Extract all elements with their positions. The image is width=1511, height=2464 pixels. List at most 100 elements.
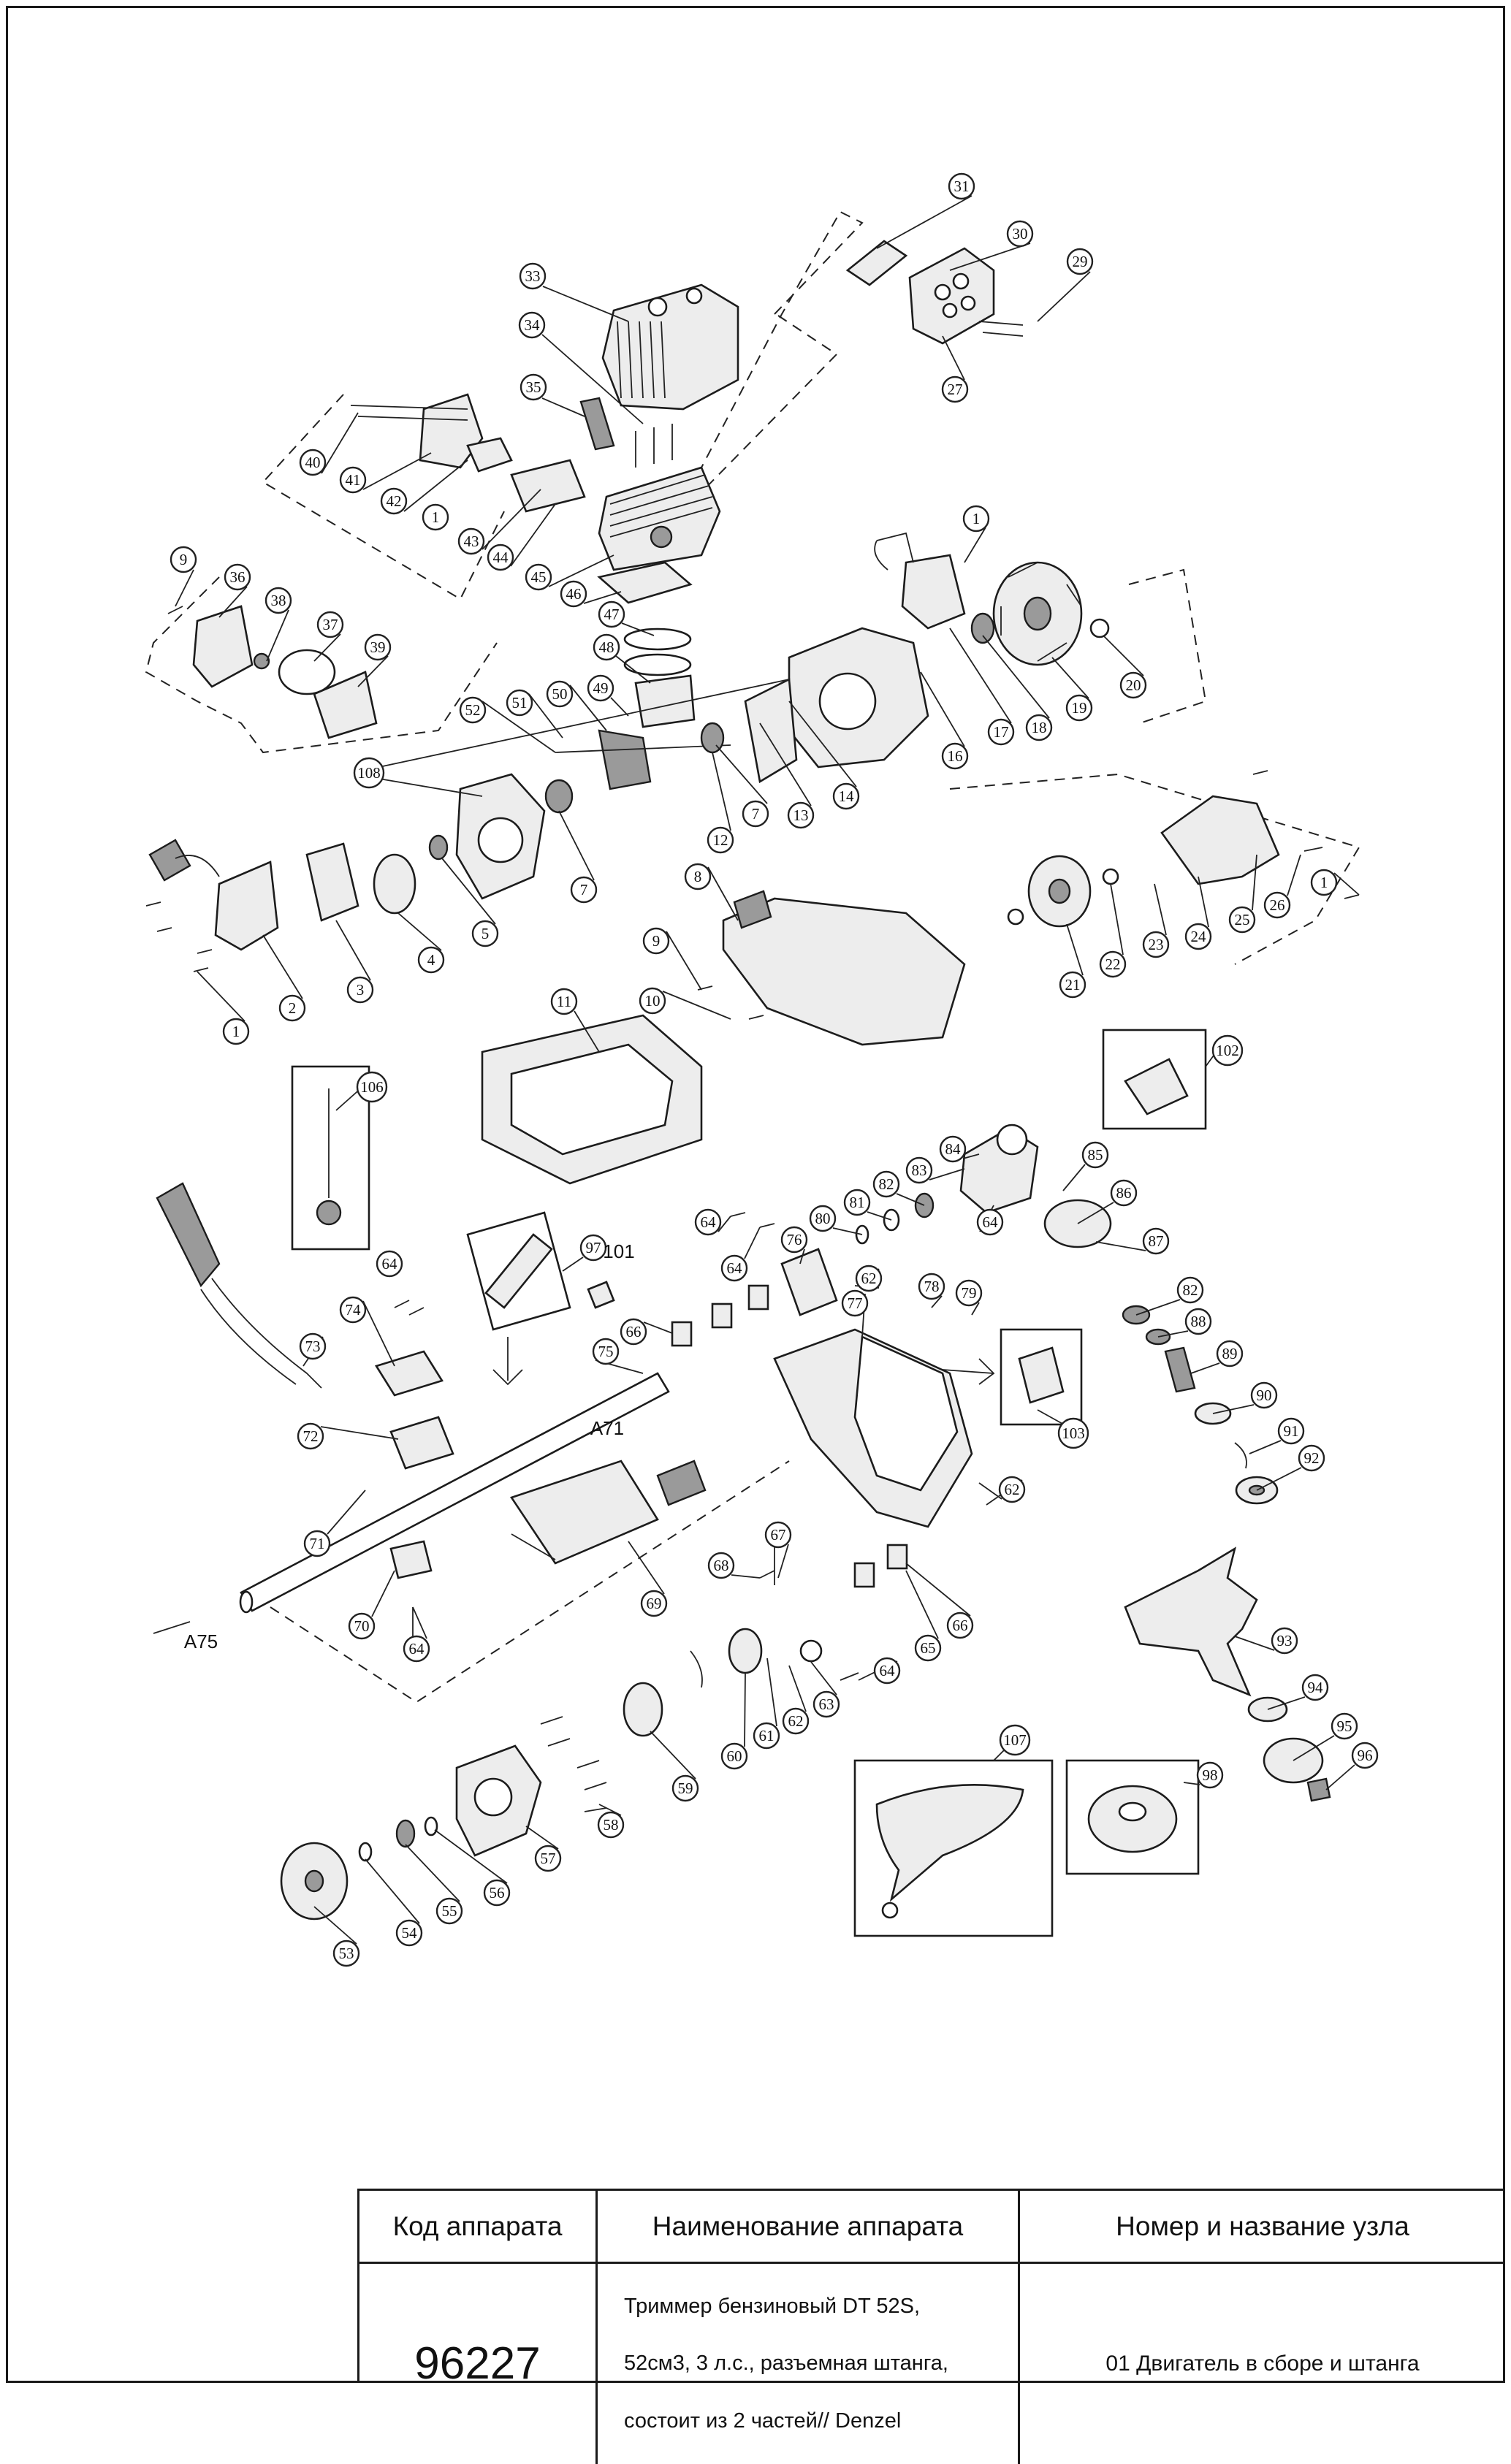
callout-number-text: 53 <box>339 1945 354 1962</box>
callout-number-text: 91 <box>1284 1422 1299 1440</box>
callout-number-text: 64 <box>983 1213 999 1231</box>
callout-7: 7 <box>570 876 598 904</box>
bearings <box>544 612 995 814</box>
ref-label-a71: A71 <box>590 1417 624 1439</box>
callout-number-text: 27 <box>948 381 963 398</box>
callout-41: 41 <box>339 466 367 494</box>
flywheel-nut <box>1089 618 1110 638</box>
engine-frame <box>481 1014 703 1185</box>
callout-number-text: 64 <box>382 1255 398 1273</box>
callout-number-text: 64 <box>701 1213 717 1231</box>
header-code: Код аппарата <box>359 2191 598 2264</box>
spark-plug <box>579 397 615 451</box>
callout-number-text: 81 <box>850 1194 865 1211</box>
callout-60: 60 <box>720 1742 748 1770</box>
callout-58: 58 <box>597 1811 625 1839</box>
callout-number-text: 14 <box>839 787 855 805</box>
callout-number-text: 20 <box>1126 676 1141 694</box>
callout-107: 107 <box>999 1724 1031 1756</box>
cylinder-bolts <box>635 424 673 468</box>
callout-number-text: 16 <box>948 747 963 765</box>
insulator <box>510 459 586 513</box>
header-code-text: Код аппарата <box>392 2211 563 2241</box>
gearhead <box>959 1124 1039 1214</box>
callout-number-text: 23 <box>1149 936 1164 953</box>
callout-number-text: 70 <box>354 1617 370 1635</box>
callout-98: 98 <box>1196 1761 1224 1789</box>
callout-1: 1 <box>962 505 990 533</box>
callout-number-text: 9 <box>652 932 661 950</box>
callout-number-text: 45 <box>531 568 547 586</box>
callout-64: 64 <box>720 1254 748 1282</box>
callout-number-text: 75 <box>598 1343 614 1360</box>
callout-number-text: 25 <box>1235 911 1250 928</box>
throttle-grip <box>509 1460 707 1565</box>
crankcase <box>455 627 929 900</box>
starter-pawl-parts <box>192 605 378 739</box>
callout-94: 94 <box>1301 1674 1329 1701</box>
callout-5: 5 <box>471 920 499 947</box>
callout-22: 22 <box>1099 950 1127 978</box>
callout-93: 93 <box>1271 1627 1298 1655</box>
callout-12: 12 <box>707 826 734 854</box>
callout-4: 4 <box>417 946 445 974</box>
callout-35: 35 <box>519 373 547 401</box>
callout-number-text: 43 <box>464 533 479 550</box>
callout-77: 77 <box>841 1289 869 1317</box>
callout-24: 24 <box>1184 923 1212 950</box>
callout-43: 43 <box>457 527 485 555</box>
gearhead-detail <box>1102 1029 1207 1130</box>
callout-19: 19 <box>1065 694 1093 722</box>
callout-59: 59 <box>671 1774 699 1802</box>
callout-number-text: 82 <box>1183 1281 1198 1299</box>
callout-97: 97 <box>579 1234 607 1262</box>
callout-56: 56 <box>483 1879 511 1907</box>
callout-68: 68 <box>707 1552 735 1579</box>
oil-seal <box>428 834 449 861</box>
callout-number-text: 67 <box>771 1526 786 1544</box>
blade-fasteners <box>1247 1696 1331 1802</box>
header-name: Наименование аппарата <box>598 2191 1020 2264</box>
callout-number-text: 40 <box>305 454 321 471</box>
callout-number-text: 68 <box>714 1557 729 1574</box>
callout-number-text: 57 <box>541 1850 556 1867</box>
header-unit: Номер и название узла <box>1020 2191 1505 2264</box>
muffler <box>845 240 1024 345</box>
callout-number-text: 36 <box>230 568 246 586</box>
callout-23: 23 <box>1142 931 1170 958</box>
callout-number-text: 1 <box>1320 874 1328 891</box>
callout-number-text: 19 <box>1072 699 1087 717</box>
starter-gasket <box>305 842 359 922</box>
coupling-detail <box>466 1211 571 1386</box>
cylinder-cover <box>601 283 739 411</box>
callout-number-text: 29 <box>1073 253 1088 270</box>
callout-80: 80 <box>809 1205 837 1232</box>
callout-number-text: 18 <box>1032 719 1047 736</box>
callout-number-text: 64 <box>880 1662 896 1679</box>
callout-number-text: 30 <box>1013 225 1028 243</box>
throttle-cable-detail <box>291 1065 370 1251</box>
callout-number-text: 39 <box>370 638 386 656</box>
callout-number-text: 1 <box>232 1023 240 1040</box>
callout-8: 8 <box>684 863 712 890</box>
blade <box>1124 1546 1258 1697</box>
callout-48: 48 <box>593 633 620 661</box>
unit-name: 01 Двигатель в сборе и штанга <box>1105 2351 1420 2376</box>
callout-number-text: 56 <box>490 1884 505 1902</box>
callout-54: 54 <box>395 1919 423 1947</box>
callout-55: 55 <box>435 1897 463 1925</box>
callout-33: 33 <box>519 262 547 290</box>
callout-number-text: 51 <box>512 694 528 712</box>
cylinder-gasket <box>597 561 693 604</box>
callout-number-text: 107 <box>1003 1731 1027 1749</box>
callout-102: 102 <box>1211 1034 1244 1067</box>
callout-71: 71 <box>303 1530 331 1557</box>
cell-code: 96227 <box>359 2264 598 2464</box>
knob-screw <box>587 1281 615 1309</box>
callout-82: 82 <box>1176 1276 1204 1304</box>
callout-number-text: 13 <box>793 806 809 824</box>
callout-61: 61 <box>753 1722 780 1750</box>
callout-number-text: 77 <box>848 1294 863 1312</box>
